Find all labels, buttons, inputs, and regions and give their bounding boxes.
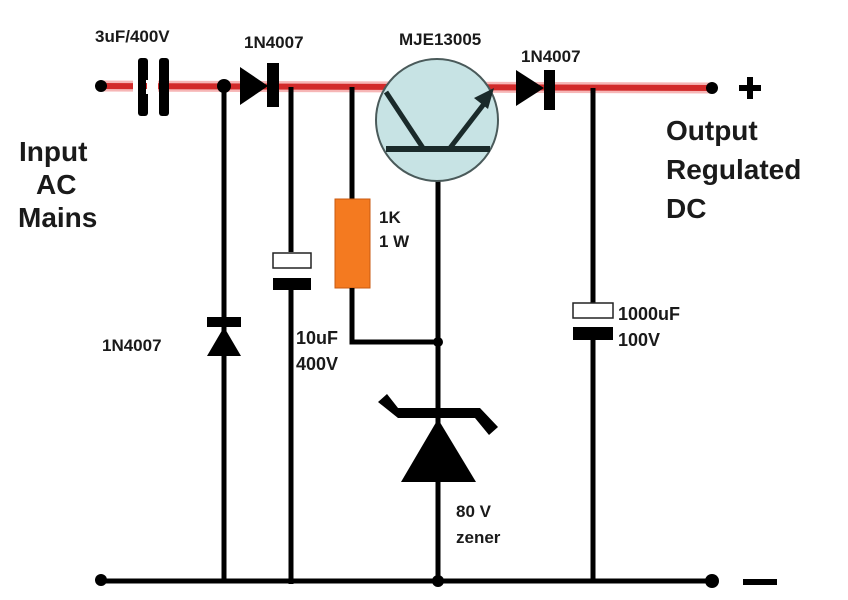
input-label-line3: Mains — [18, 202, 97, 233]
output-label-line2: Regulated — [666, 154, 801, 185]
negative-mark-icon — [743, 579, 777, 585]
input-terminal-bottom[interactable] — [95, 574, 107, 586]
positive-mark-icon — [739, 77, 761, 99]
output-terminal-negative[interactable] — [705, 574, 719, 588]
output-diode[interactable] — [516, 70, 555, 110]
output-capacitor-value-label: 1000uF — [618, 304, 680, 324]
filter-capacitor-voltage-label: 400V — [296, 354, 338, 374]
input-label-line1: Input — [19, 136, 87, 167]
filter-capacitor[interactable] — [272, 252, 312, 290]
resistor-power-label: 1 W — [379, 232, 410, 251]
shunt-diode-label: 1N4007 — [102, 336, 162, 355]
output-capacitor[interactable] — [572, 302, 614, 340]
zener-type-label: zener — [456, 528, 501, 547]
input-terminal-top[interactable] — [95, 80, 107, 92]
zener-voltage-label: 80 V — [456, 502, 492, 521]
shunt-diode[interactable] — [207, 317, 241, 356]
series-diode-label: 1N4007 — [244, 33, 304, 52]
series-capacitor-label: 3uF/400V — [95, 27, 170, 46]
output-diode-label: 1N4007 — [521, 47, 581, 66]
transistor-label: MJE13005 — [399, 30, 481, 49]
input-label-line2: AC — [36, 169, 76, 200]
output-capacitor-voltage-label: 100V — [618, 330, 660, 350]
resistor[interactable] — [334, 198, 371, 289]
filter-capacitor-value-label: 10uF — [296, 328, 338, 348]
output-label-line1: Output — [666, 115, 758, 146]
zener-diode[interactable] — [378, 394, 498, 482]
output-label-line3: DC — [666, 193, 706, 224]
series-diode[interactable] — [240, 63, 279, 107]
series-capacitor[interactable] — [133, 52, 169, 116]
output-terminal-positive[interactable] — [706, 82, 718, 94]
resistor-wire-bottom — [349, 288, 438, 345]
transistor[interactable] — [375, 58, 499, 182]
resistor-value-label: 1K — [379, 208, 401, 227]
junction-dot — [432, 575, 444, 587]
